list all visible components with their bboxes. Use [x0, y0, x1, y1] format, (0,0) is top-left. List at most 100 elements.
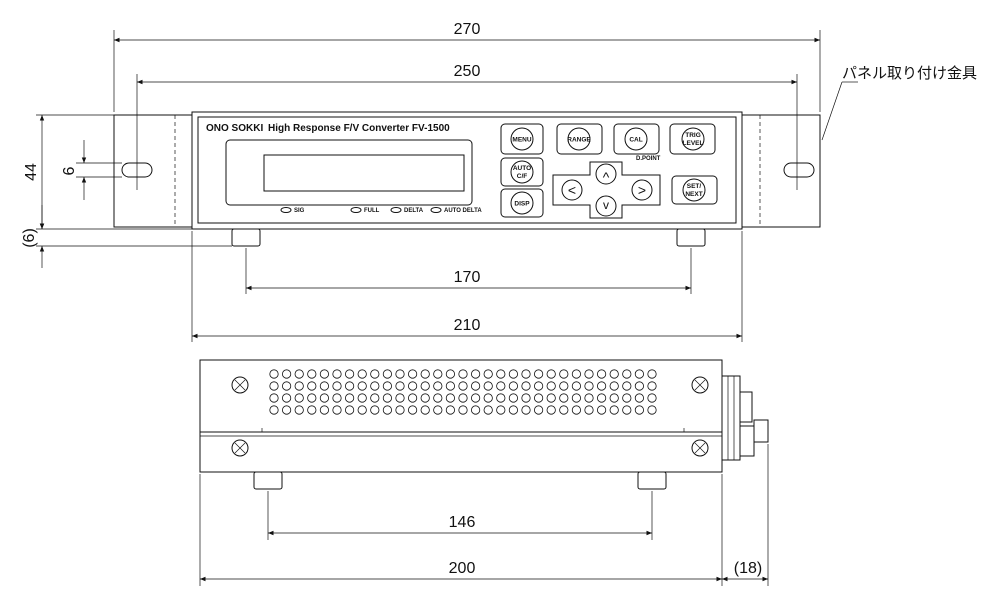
- vent-hole: [622, 369, 632, 379]
- vent-hole: [546, 405, 556, 415]
- svg-text:RANGE: RANGE: [567, 137, 591, 144]
- vent-hole: [445, 405, 455, 415]
- vent-hole: [344, 369, 355, 379]
- vent-hole: [521, 393, 531, 403]
- vent-hole: [470, 405, 481, 415]
- vent-hole: [483, 393, 493, 403]
- brand-logo: ONO SOKKI: [206, 123, 263, 134]
- vent-hole: [559, 405, 569, 415]
- vent-hole: [458, 381, 468, 391]
- vent-hole: [483, 381, 493, 391]
- vent-hole: [496, 393, 506, 403]
- vent-hole: [269, 405, 279, 415]
- vent-hole: [559, 369, 569, 379]
- vent-hole: [332, 369, 342, 379]
- vent-hole: [407, 405, 418, 415]
- vent-hole: [622, 381, 632, 391]
- svg-text:(18): (18): [734, 560, 762, 577]
- svg-text:270: 270: [454, 21, 481, 38]
- svg-text:44: 44: [23, 163, 40, 181]
- svg-text:DISP: DISP: [514, 201, 530, 208]
- side-foot-left: [253, 471, 283, 490]
- dimension-250: 250: [136, 63, 798, 150]
- vent-hole: [370, 381, 380, 391]
- vent-hole: [319, 393, 329, 403]
- vent-hole: [584, 369, 594, 379]
- set-next-button: SET/ NEXT: [671, 175, 718, 205]
- vent-hole: [647, 381, 657, 391]
- left-arrow-button: <: [561, 179, 583, 201]
- front-panel-face: [197, 116, 737, 224]
- vent-hole: [407, 393, 418, 403]
- vent-hole: [357, 369, 367, 379]
- svg-text:210: 210: [454, 317, 481, 334]
- cal-button: CAL D.POINT: [613, 123, 661, 162]
- vent-hole: [521, 381, 531, 391]
- left-arrow-icon: <: [568, 182, 576, 198]
- vent-hole: [559, 381, 569, 391]
- vent-hole: [483, 369, 493, 379]
- vent-hole: [470, 393, 481, 403]
- ventilation-holes: [269, 369, 657, 415]
- vent-hole: [319, 369, 329, 379]
- callout-label: パネル取り付け金具: [842, 65, 977, 82]
- down-arrow-icon: v: [603, 198, 609, 212]
- vent-hole: [622, 405, 632, 415]
- menu-button: MENU: [500, 123, 544, 155]
- vent-hole: [395, 369, 405, 379]
- svg-text:TRIG: TRIG: [685, 132, 701, 139]
- svg-text:170: 170: [454, 269, 481, 286]
- vent-hole: [370, 369, 380, 379]
- vent-hole: [496, 405, 506, 415]
- screw-icon: [691, 376, 709, 394]
- vent-hole: [281, 393, 292, 403]
- vent-hole: [269, 369, 279, 379]
- indicator-led-full: [350, 207, 362, 213]
- svg-text:250: 250: [454, 63, 481, 80]
- vent-hole: [395, 393, 405, 403]
- vent-hole: [634, 381, 645, 391]
- vent-hole: [445, 381, 455, 391]
- svg-text:MENU: MENU: [512, 137, 531, 144]
- vent-hole: [584, 405, 594, 415]
- side-foot-right: [637, 471, 667, 490]
- vent-hole: [508, 381, 519, 391]
- right-arrow-button: >: [631, 179, 653, 201]
- vent-hole: [508, 369, 519, 379]
- svg-text:AUTO: AUTO: [513, 165, 531, 172]
- vent-hole: [533, 393, 544, 403]
- dimension-6-hole: 6: [61, 140, 122, 200]
- svg-text:SET/: SET/: [687, 183, 702, 190]
- vent-hole: [584, 381, 594, 391]
- range-button: RANGE: [556, 123, 603, 155]
- vent-hole: [609, 381, 619, 391]
- right-bracket: [741, 114, 821, 228]
- rear-connectors: [721, 375, 769, 461]
- vent-hole: [470, 369, 481, 379]
- svg-text:CAL: CAL: [629, 137, 642, 144]
- vent-hole: [269, 393, 279, 403]
- vent-hole: [344, 381, 355, 391]
- vent-hole: [420, 381, 430, 391]
- indicator-label-auto-delta: AUTO DELTA: [444, 208, 482, 214]
- screw-icon: [691, 439, 709, 457]
- dimension-18: (18): [722, 444, 769, 586]
- side-view: [199, 359, 769, 490]
- dimension-44: 44: [23, 114, 192, 230]
- vent-hole: [647, 405, 657, 415]
- vent-hole: [294, 381, 304, 391]
- dimension-146: 146: [267, 491, 653, 540]
- indicator-led-auto-delta: [430, 207, 442, 213]
- vent-hole: [344, 405, 355, 415]
- vent-hole: [596, 381, 607, 391]
- indicator-led-sig: [280, 207, 292, 213]
- vent-hole: [508, 405, 519, 415]
- vent-hole: [433, 393, 443, 403]
- indicator-led-delta: [390, 207, 402, 213]
- vent-hole: [622, 393, 632, 403]
- vent-hole: [307, 405, 317, 415]
- vent-hole: [483, 405, 493, 415]
- vent-hole: [596, 405, 607, 415]
- right-slot-hole: [783, 162, 815, 178]
